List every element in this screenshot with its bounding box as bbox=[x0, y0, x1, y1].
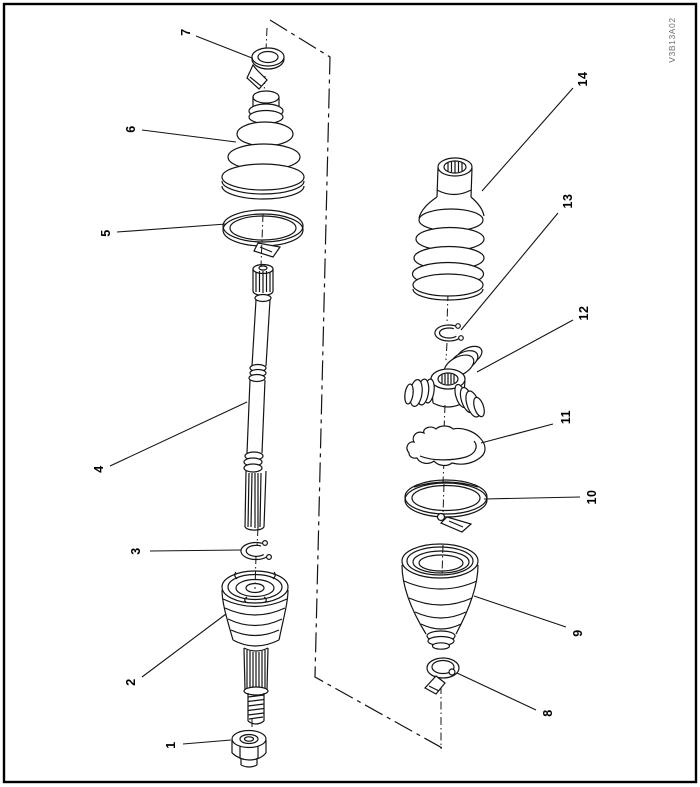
callout-1: 1 bbox=[164, 741, 178, 749]
part-5-boot-clamp-large-left bbox=[222, 209, 304, 258]
callout-4: 4 bbox=[92, 465, 106, 473]
leader-3 bbox=[149, 549, 242, 552]
part-11-boot-retainer-plate bbox=[406, 425, 486, 467]
callout-5: 5 bbox=[99, 229, 113, 237]
leader-13 bbox=[460, 212, 559, 331]
part-6-cv-boot-outer bbox=[221, 90, 305, 200]
figure-id-watermark: V3B13A02 bbox=[667, 17, 677, 63]
callout-14: 14 bbox=[576, 71, 590, 87]
part-13-retaining-ring bbox=[434, 323, 464, 342]
callout-11: 11 bbox=[559, 409, 573, 425]
callout-9: 9 bbox=[571, 629, 585, 637]
phantom-frame-line bbox=[269, 19, 445, 750]
part-10-boot-clamp-large-right bbox=[404, 479, 488, 533]
leader-2 bbox=[141, 613, 227, 678]
part-2-cv-joint-outer bbox=[221, 570, 289, 725]
part-9-cv-boot-inner-big-end bbox=[401, 543, 479, 650]
leader-1 bbox=[182, 739, 232, 745]
part-12-tripod-spider bbox=[404, 345, 485, 418]
callout-2: 2 bbox=[124, 678, 138, 686]
callout-3: 3 bbox=[129, 547, 143, 555]
part-14-cv-boot-inner bbox=[411, 157, 485, 301]
leader-14 bbox=[481, 87, 574, 192]
leader-11 bbox=[480, 423, 554, 444]
leader-4 bbox=[109, 401, 248, 467]
leader-6 bbox=[141, 129, 237, 143]
leader-12 bbox=[476, 319, 574, 373]
centerlines-front bbox=[254, 213, 445, 590]
callout-12: 12 bbox=[577, 305, 591, 321]
leader-5 bbox=[116, 223, 227, 233]
callout-8: 8 bbox=[541, 709, 555, 717]
callout-6: 6 bbox=[124, 125, 138, 133]
part-7-boot-clamp-small-left bbox=[246, 47, 285, 90]
leader-lines bbox=[109, 35, 581, 745]
callout-13: 13 bbox=[561, 193, 575, 209]
leader-10 bbox=[483, 496, 581, 500]
part-1-axle-nut bbox=[231, 729, 267, 768]
part-3-snap-ring bbox=[240, 539, 273, 561]
callout-10: 10 bbox=[585, 489, 599, 505]
part-8-boot-clamp-small-right bbox=[424, 657, 460, 695]
part-4-axle-shaft bbox=[243, 263, 274, 531]
leader-7 bbox=[195, 35, 253, 59]
callout-7: 7 bbox=[179, 28, 193, 36]
leader-9 bbox=[473, 595, 567, 628]
leader-8 bbox=[456, 672, 537, 711]
